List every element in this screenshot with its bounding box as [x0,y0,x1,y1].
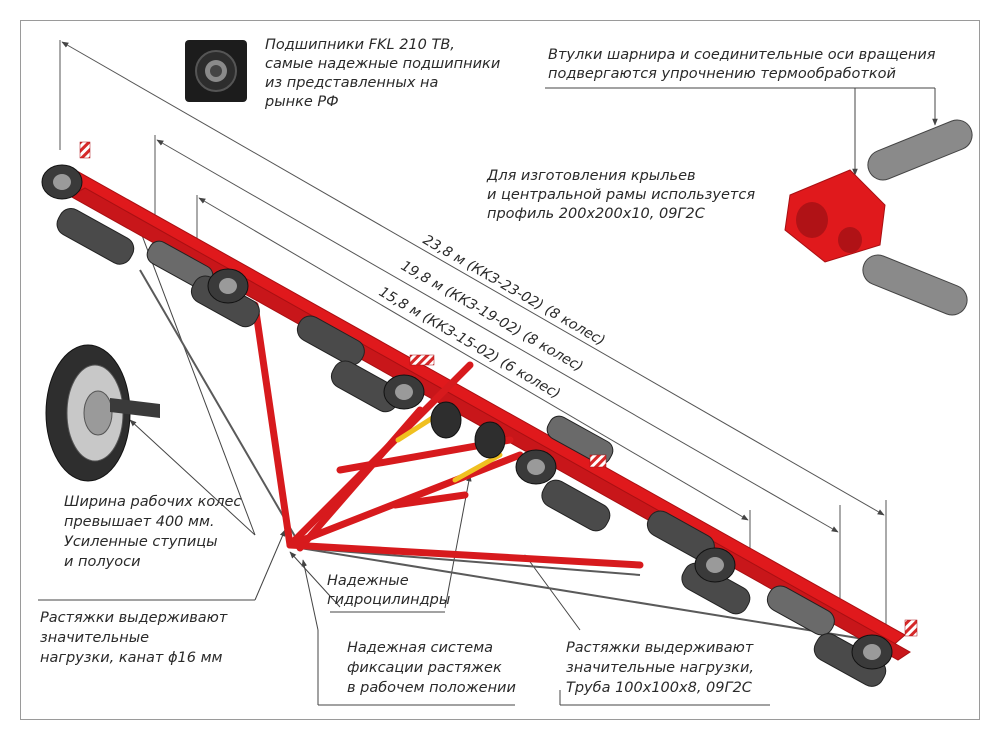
stays-cable-line-3: нагрузки, канат ϕ16 мм [40,650,223,666]
fixation-callout: Надежная система фиксации растяжек в раб… [347,638,516,698]
stay-cables [139,269,871,641]
drawing-frame [20,20,980,720]
profile-line-2: и центральной рамы используется [487,187,756,203]
cylinders-line-2: гидроцилиндры [327,592,451,608]
warning-flags [79,141,918,637]
stays-cable-line-2: значительные [40,630,150,646]
wheels-line-3: Усиленные ступицы [64,534,218,550]
profile-callout: Для изготовления крыльев и центральной р… [487,167,755,224]
bearing-image [185,40,247,102]
stays-pipe-line-2: значительные нагрузки, [566,660,754,676]
bushings-line-2: подвергаются упрочнению термообработкой [548,66,896,82]
bearings-line-3: из представленных на [265,75,439,91]
wheels-line-2: превышает 400 мм. [64,514,215,530]
wheels-callout: Ширина рабочих колес превышает 400 мм. У… [64,492,241,572]
transport-wheels [41,164,893,670]
stays-pipe-line-3: Труба 100х100х8, 09Г2С [566,680,752,696]
bearings-callout: Подшипники FKL 210 TB, самые надежные по… [265,36,500,112]
wheels-line-1: Ширина рабочих колес [64,494,242,510]
cylinders-line-1: Надежные [327,573,409,589]
central-frame [251,301,644,569]
fixation-line-1: Надежная система [347,640,494,656]
stays-pipe-line-1: Растяжки выдерживают [566,640,754,656]
hinge-bushing-image [784,119,973,316]
cylinders-callout: Надежные гидроцилиндры [327,572,450,610]
stays-cable-callout: Растяжки выдерживают значительные нагруз… [40,608,227,668]
wheels-line-4: и полуоси [64,554,141,570]
bearings-line-1: Подшипники FKL 210 TB, [265,37,455,53]
wheel-closeup-image [45,344,160,482]
profile-line-3: профиль 200х200х10, 09Г2С [487,206,705,222]
bushings-callout: Втулки шарнира и соединительные оси вращ… [548,46,936,84]
bushings-line-1: Втулки шарнира и соединительные оси вращ… [548,47,936,63]
fixation-line-2: фиксации растяжек [347,660,502,676]
bearings-line-2: самые надежные подшипники [265,56,501,72]
leader-lines [38,87,938,706]
stays-pipe-callout: Растяжки выдерживают значительные нагруз… [566,638,754,698]
dim-line-15-8 [198,197,749,521]
profile-line-1: Для изготовления крыльев [487,168,696,184]
stays-cable-line-1: Растяжки выдерживают [40,610,228,626]
bearings-line-4: рынке РФ [265,94,339,110]
fixation-line-3: в рабочем положении [347,680,516,696]
